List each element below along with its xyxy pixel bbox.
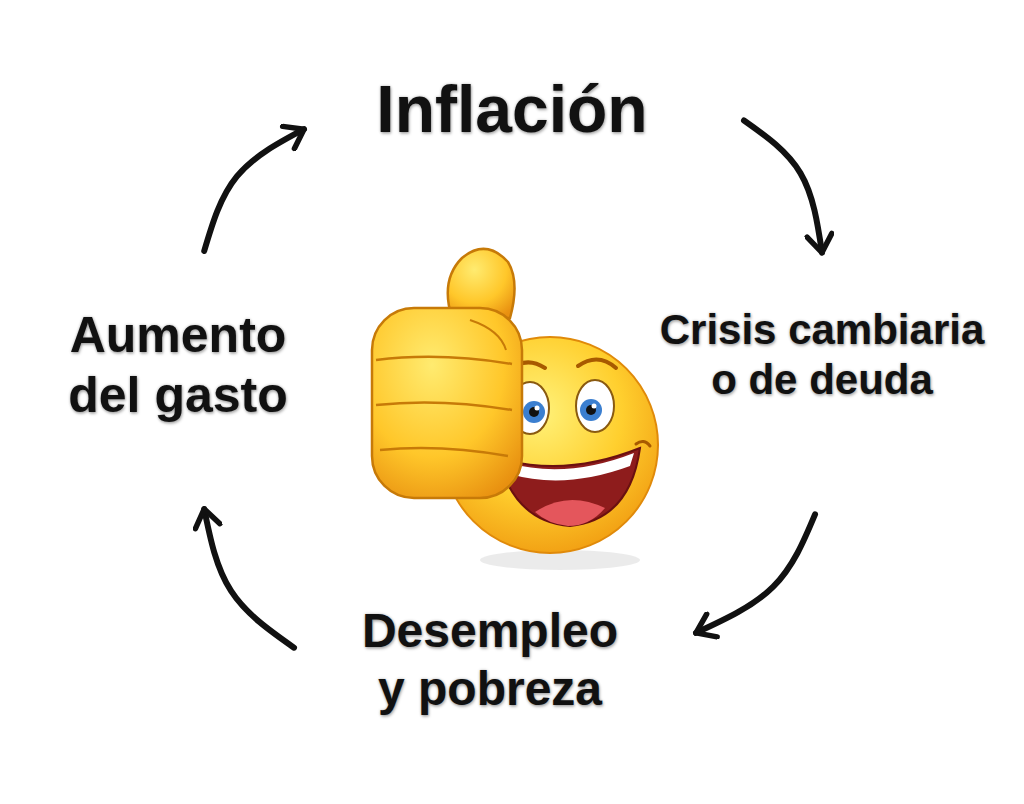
cycle-arrow — [696, 514, 815, 633]
cycle-arrow — [204, 509, 294, 648]
cycle-step: Aumento del gasto — [47, 301, 309, 429]
cycle-step: Inflación — [342, 66, 682, 153]
cycle-step: Desempleo y pobreza — [344, 598, 636, 721]
step-label: Desempleo y pobreza — [350, 602, 630, 717]
step-label: Crisis cambiaria o de deuda — [654, 305, 990, 406]
step-label: Inflación — [348, 70, 676, 149]
cycle-step: Crisis cambiaria o de deuda — [648, 301, 996, 410]
step-label: Aumento del gasto — [53, 305, 303, 425]
cycle-arrow — [744, 120, 822, 252]
cycle-arrow — [204, 129, 304, 251]
emoji-hand — [372, 249, 522, 498]
